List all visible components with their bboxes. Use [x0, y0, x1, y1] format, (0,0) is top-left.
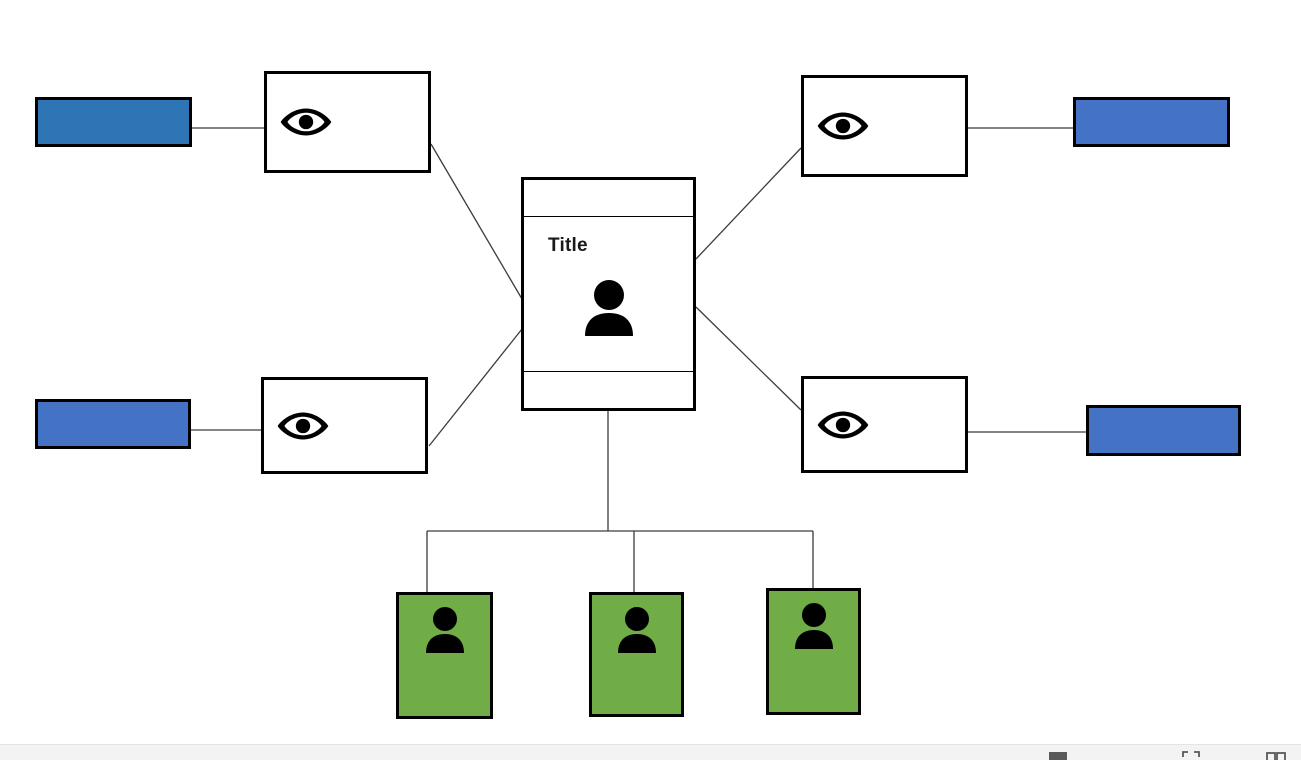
eye-icon	[817, 411, 869, 438]
card-title: Title	[548, 235, 588, 256]
fit-page-icon[interactable]	[1180, 749, 1202, 760]
page-view-icon[interactable]	[1047, 749, 1069, 760]
observer-bottom-right[interactable]	[801, 376, 968, 473]
person-icon	[617, 607, 656, 653]
central-profile-card[interactable]: Title	[521, 177, 696, 411]
bar-bottom-right[interactable]	[1086, 405, 1241, 456]
person-icon	[425, 607, 464, 653]
member-1[interactable]	[396, 592, 493, 719]
bar-bottom-left[interactable]	[35, 399, 191, 449]
connector-observer-top-left-to-card	[430, 143, 523, 300]
bar-top-left[interactable]	[35, 97, 192, 147]
eye-icon	[277, 412, 329, 439]
diagram-canvas[interactable]: Title	[0, 0, 1301, 744]
status-bar	[0, 744, 1301, 760]
connector-observer-bottom-right-to-card	[695, 306, 802, 411]
connector-observer-bottom-left-to-card	[428, 328, 523, 447]
reading-view-icon[interactable]	[1265, 749, 1287, 760]
observer-bottom-left[interactable]	[261, 377, 428, 474]
eye-icon	[817, 112, 869, 140]
person-icon	[584, 280, 633, 336]
eye-icon	[280, 108, 332, 136]
connector-observer-top-right-to-card	[695, 147, 802, 260]
bar-top-right[interactable]	[1073, 97, 1230, 147]
card-footer-divider	[524, 371, 693, 372]
person-icon	[794, 603, 833, 649]
observer-top-left[interactable]	[264, 71, 431, 173]
card-header-divider	[524, 216, 693, 217]
member-2[interactable]	[589, 592, 684, 717]
member-3[interactable]	[766, 588, 861, 715]
observer-top-right[interactable]	[801, 75, 968, 177]
